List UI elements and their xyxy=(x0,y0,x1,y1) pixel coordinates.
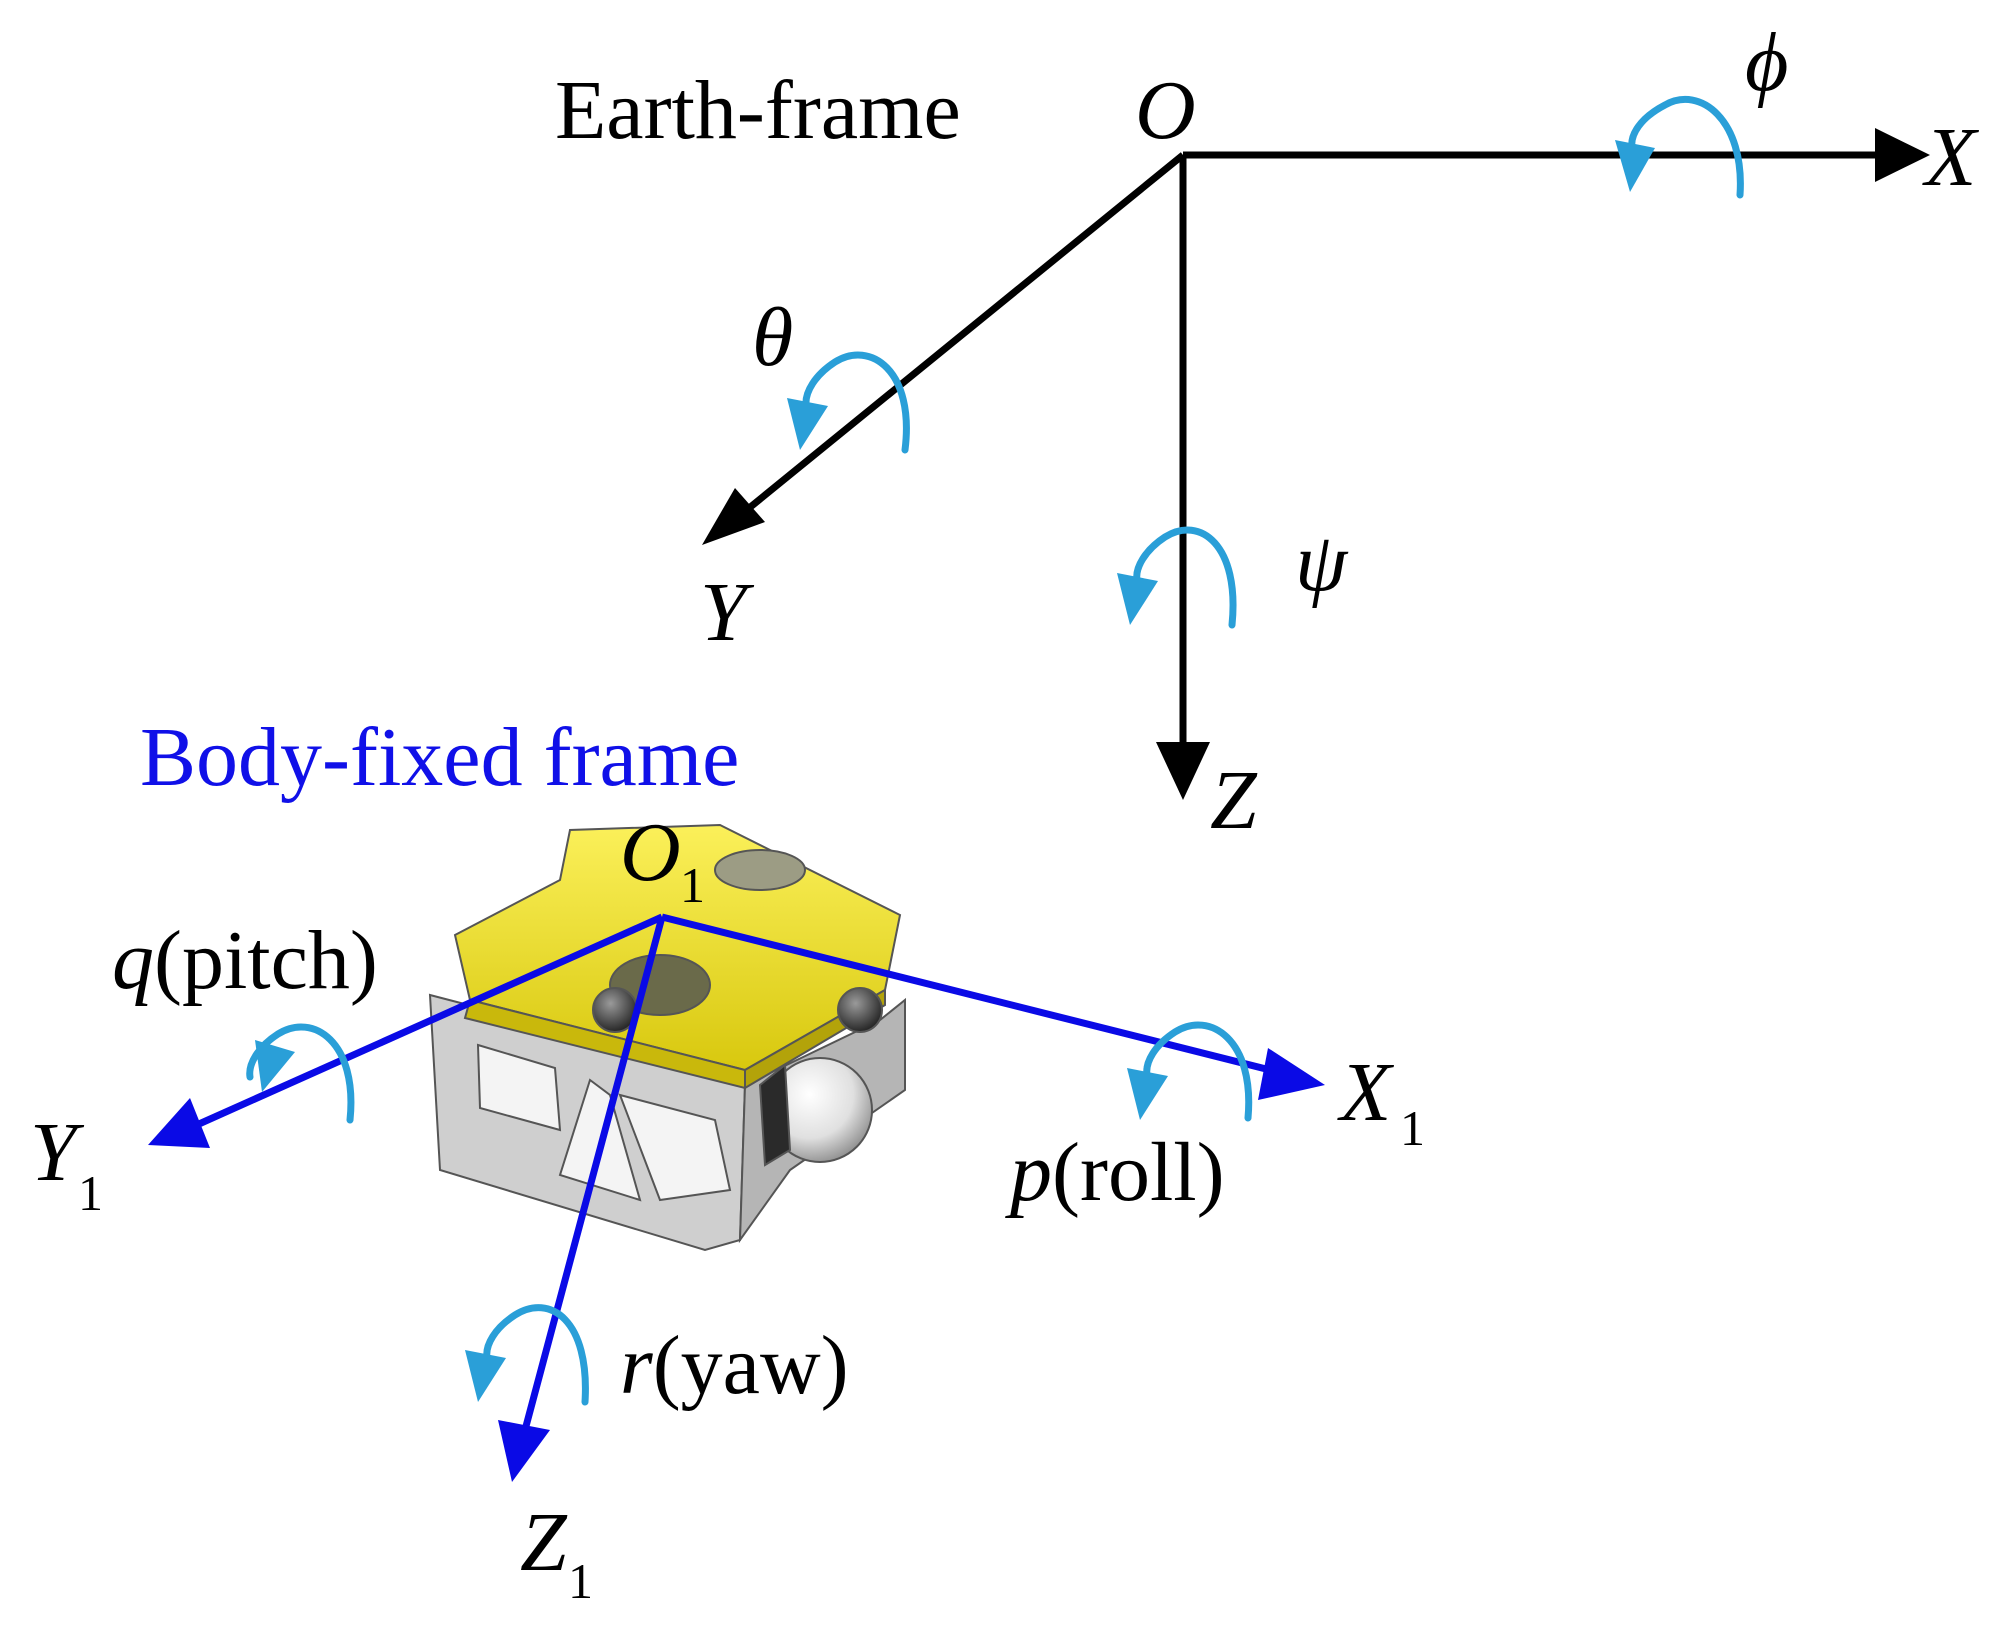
earth-y-label: Y xyxy=(700,566,755,659)
pitch-label: q(pitch) xyxy=(112,914,378,1007)
yaw-label: r(yaw) xyxy=(620,1319,849,1412)
earth-rotation-arrows xyxy=(787,96,1744,629)
body-y-letter: Y xyxy=(30,1106,85,1199)
yaw-text: (yaw) xyxy=(653,1319,849,1412)
roll-text: (roll) xyxy=(1052,1126,1225,1219)
pitch-var: q xyxy=(112,914,154,1007)
body-z-arrowhead xyxy=(498,1420,550,1482)
roll-var: p xyxy=(1005,1126,1052,1219)
earth-y-arrowhead xyxy=(702,488,765,545)
body-rotation-arrows xyxy=(246,1021,1253,1406)
earth-z-arrowhead xyxy=(1156,742,1210,800)
rov-rear-notch xyxy=(714,849,806,891)
rotation-arrow-roll xyxy=(1143,1021,1253,1122)
body-frame xyxy=(148,913,1325,1482)
rov-frame-cutout-left xyxy=(476,1043,562,1132)
body-origin-letter: O xyxy=(620,806,681,899)
roll-label: p(roll) xyxy=(1005,1126,1225,1219)
rotation-arrowhead-yaw xyxy=(465,1350,506,1402)
rotation-arrowhead-y xyxy=(787,398,828,450)
earth-rot-x-label: ϕ xyxy=(1745,16,1788,109)
body-x-letter: X xyxy=(1337,1046,1395,1139)
rotation-arrow-pitch xyxy=(246,1023,355,1124)
body-x-axis xyxy=(661,913,1283,1077)
earth-x-label: X xyxy=(1922,111,1980,204)
body-z-label: Z 1 xyxy=(520,1496,593,1609)
pitch-text: (pitch) xyxy=(154,914,378,1007)
earth-y-axis xyxy=(740,152,1186,516)
body-z-axis xyxy=(521,916,666,1431)
rotation-arrowhead-z xyxy=(1117,573,1158,625)
body-y-label: Y 1 xyxy=(30,1106,103,1221)
body-x-arrowhead xyxy=(1258,1048,1325,1100)
earth-frame-title: Earth-frame xyxy=(555,64,961,157)
yaw-var: r xyxy=(620,1319,653,1412)
rotation-arrow-yaw xyxy=(483,1304,589,1406)
body-frame-title: Body-fixed frame xyxy=(140,711,739,804)
rotation-arrow-y xyxy=(802,351,910,454)
earth-origin-label: O xyxy=(1135,64,1196,157)
rov-thruster-right xyxy=(837,987,883,1033)
earth-z-label: Z xyxy=(1210,754,1258,847)
body-y-arrowhead xyxy=(148,1098,210,1148)
rotation-arrow-z xyxy=(1133,526,1237,629)
rotation-arrowhead-roll xyxy=(1127,1068,1168,1120)
body-z-sub: 1 xyxy=(568,1553,593,1609)
body-x-sub: 1 xyxy=(1400,1100,1425,1156)
rov-frame-cutout-right xyxy=(618,1093,732,1202)
rotation-arrowhead-pitch xyxy=(255,1040,295,1092)
body-z-letter: Z xyxy=(520,1496,568,1589)
earth-rot-y-label: θ xyxy=(752,291,793,384)
body-origin-sub: 1 xyxy=(680,857,705,913)
rov-vehicle xyxy=(428,823,906,1252)
earth-frame xyxy=(702,128,1930,800)
body-y-sub: 1 xyxy=(78,1165,103,1221)
rov-camera-housing xyxy=(758,1063,792,1167)
body-origin-label: O 1 xyxy=(620,806,705,913)
rotation-arrowhead-x xyxy=(1615,140,1655,192)
earth-rot-z-label: ψ xyxy=(1295,516,1349,609)
body-y-axis xyxy=(188,913,664,1132)
body-x-label: X 1 xyxy=(1337,1046,1425,1156)
earth-x-arrowhead xyxy=(1875,128,1930,182)
rotation-arrow-x xyxy=(1628,96,1744,199)
